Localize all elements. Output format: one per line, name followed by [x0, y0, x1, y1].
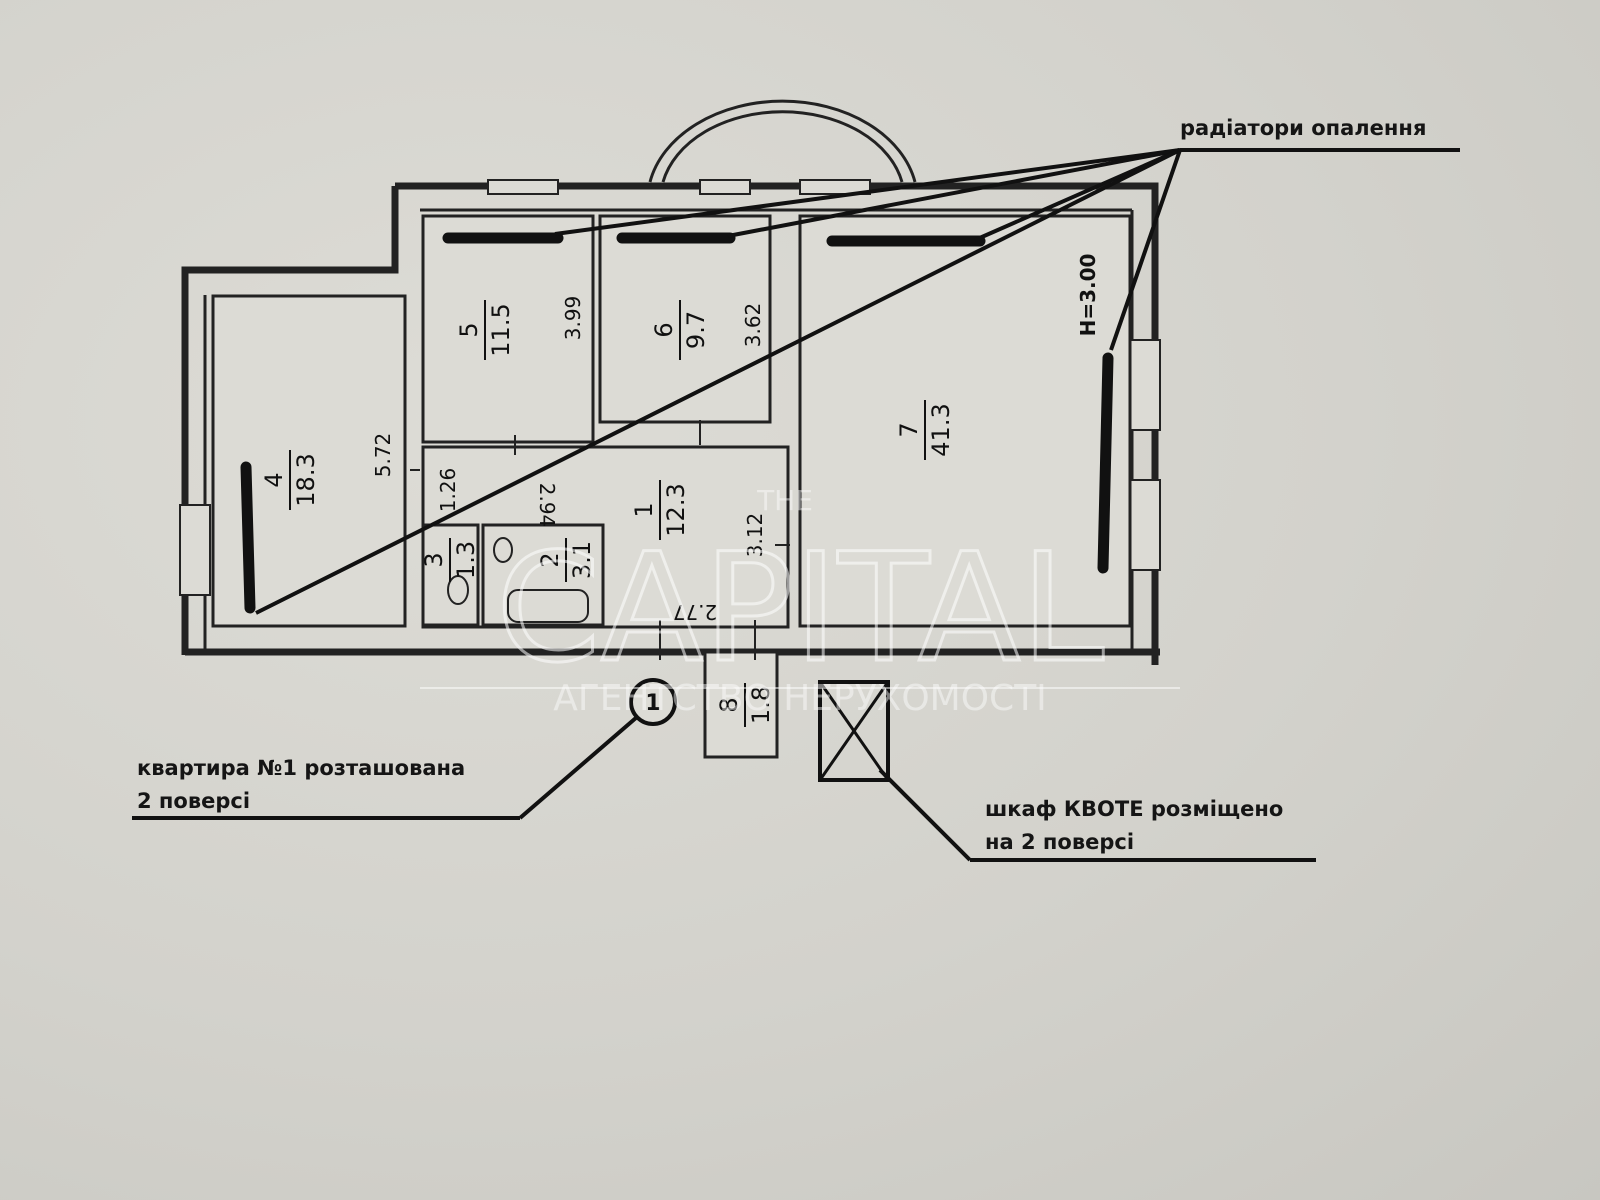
watermark-top: THE: [756, 484, 813, 517]
room-6-number: 6: [650, 322, 678, 337]
balcony-arc-inner: [661, 110, 904, 183]
watermark: THE CAPITAL АГЕНТСТВО НЕРУХОМОСТІ: [420, 484, 1180, 719]
dimension-3-99: 3.99: [561, 296, 585, 341]
room-6-area: 9.7: [682, 311, 710, 349]
apartment-note: квартира №1 розташована 2 поверсі: [137, 752, 465, 817]
dimension-2-77: 2.77: [673, 600, 718, 624]
dimension-3-12: 3.12: [743, 513, 767, 558]
room-5-area: 11.5: [487, 303, 515, 356]
dimension-5-72: 5.72: [371, 433, 395, 478]
dimension-2-94: 2.94: [535, 483, 559, 528]
room-labels: 4 18.3 5 11.5 6 9.7 7 41.3 1 12.3 2 3.1: [260, 300, 955, 727]
room-1-area: 12.3: [662, 483, 690, 536]
watermark-sub: АГЕНТСТВО НЕРУХОМОСТІ: [553, 678, 1047, 719]
ceiling-height: H=3.00: [1076, 254, 1100, 337]
room-2-area: 3.1: [568, 541, 596, 579]
apartment-note-line-1: квартира №1 розташована: [137, 756, 466, 780]
entrance-marker: 1: [645, 691, 660, 716]
cabinet-note-line-1: шкаф КВОТЕ розміщено: [985, 797, 1284, 821]
apartment-pointer: 1: [132, 678, 677, 820]
room-7-number: 7: [895, 422, 923, 437]
room-8-number: 8: [715, 697, 743, 712]
room-3-number: 3: [420, 552, 448, 567]
room-8-area: 1.8: [747, 686, 775, 724]
radiator-pointers: [255, 148, 1460, 615]
outer-walls: [181, 182, 1160, 665]
room-3-area: 1.3: [452, 541, 480, 579]
cabinet-note-line-2: на 2 поверсі: [985, 829, 1135, 854]
radiators-label: радіатори опалення: [1180, 116, 1427, 140]
room-5-number: 5: [455, 322, 483, 337]
watermark-main: CAPITAL: [496, 522, 1104, 696]
cabinet-pointer: [878, 768, 1316, 862]
radiators: [240, 232, 1114, 614]
room-4-area: 18.3: [292, 453, 320, 506]
room-1-number: 1: [630, 502, 658, 517]
interior-walls: [211, 214, 1132, 759]
apartment-note-line-2: 2 поверсі: [137, 788, 251, 813]
dimension-1-26: 1.26: [436, 468, 460, 513]
room-2-number: 2: [536, 552, 564, 567]
cabinet-symbol: [818, 680, 890, 782]
room-4-number: 4: [260, 472, 288, 487]
room-7-area: 41.3: [927, 403, 955, 456]
balcony-arc: [648, 99, 917, 183]
cabinet-note: шкаф КВОТЕ розміщено на 2 поверсі: [985, 793, 1283, 858]
dimension-labels: 5.72 1.26 2.94 3.99 3.62 3.12 2.77 H=3.0…: [371, 254, 1100, 624]
dimension-3-62: 3.62: [741, 303, 765, 348]
